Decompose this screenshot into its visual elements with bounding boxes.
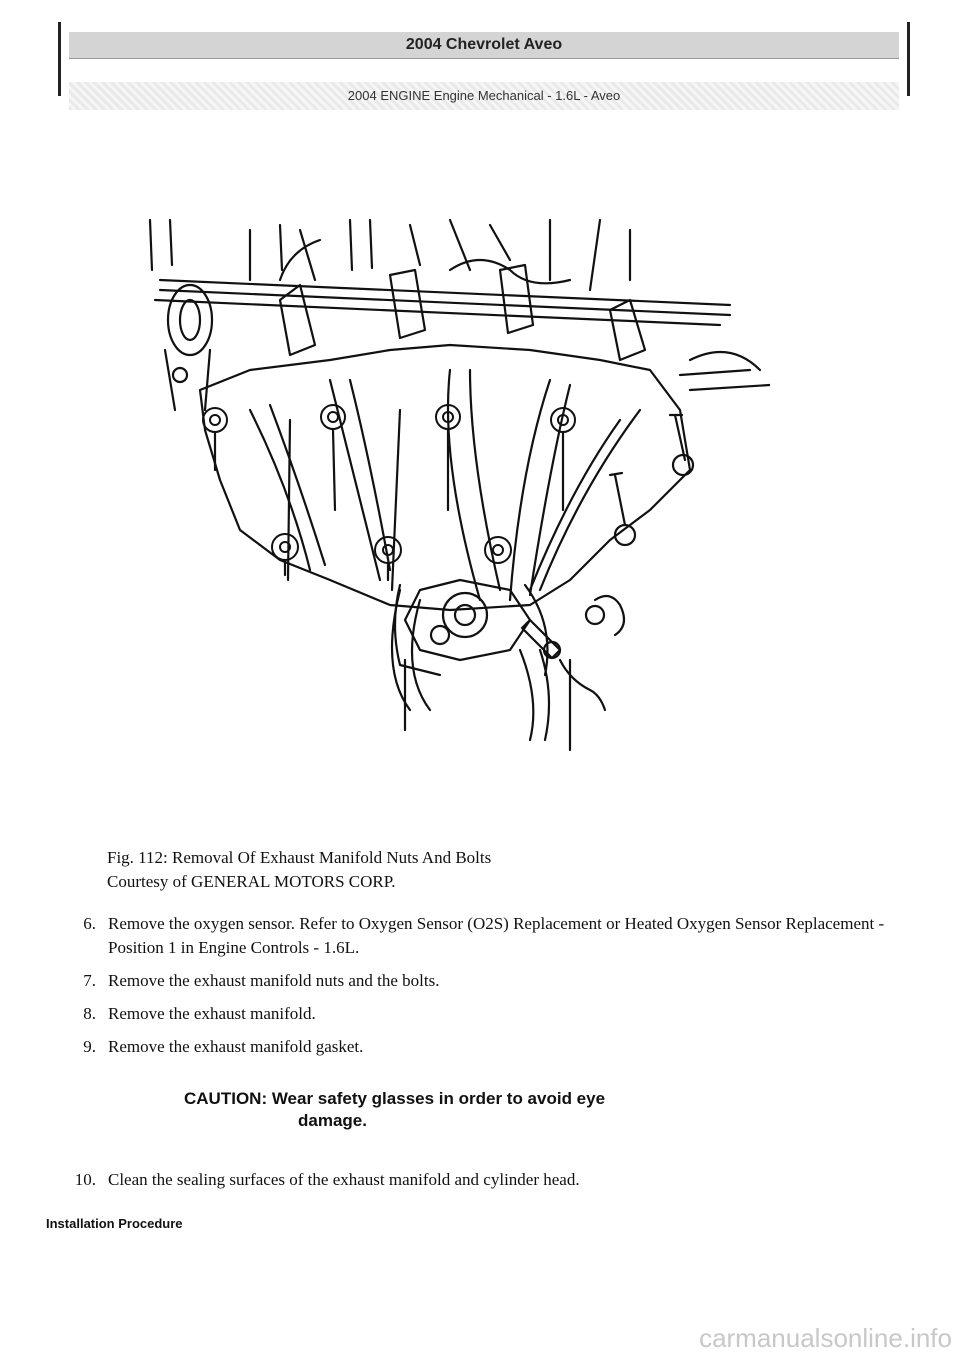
vehicle-title: 2004 Chevrolet Aveo <box>69 32 899 59</box>
step-number: 6. <box>83 914 96 933</box>
site-watermark: carmanualsonline.info <box>699 1323 952 1353</box>
step-number: 10. <box>74 1170 96 1189</box>
step-text: Remove the oxygen sensor. Refer to Oxyge… <box>108 914 885 957</box>
step-number: 8. <box>83 1004 96 1023</box>
section-heading: Installation Procedure <box>46 1216 183 1231</box>
figure-caption-credit: Courtesy of GENERAL MOTORS CORP. <box>107 872 396 891</box>
step-text: Clean the sealing surfaces of the exhaus… <box>108 1170 580 1189</box>
step-number: 7. <box>83 971 96 990</box>
step-text: Remove the exhaust manifold. <box>108 1004 316 1023</box>
caution-line-2: damage. <box>298 1111 367 1130</box>
procedure-steps-continued: 10. Clean the sealing surfaces of the ex… <box>60 1168 900 1201</box>
exhaust-manifold-illustration <box>148 218 770 752</box>
procedure-steps: 6. Remove the oxygen sensor. Refer to Ox… <box>60 912 900 1068</box>
step-text: Remove the exhaust manifold nuts and the… <box>108 971 440 990</box>
step-6: 6. Remove the oxygen sensor. Refer to Ox… <box>60 912 900 960</box>
caution-note: CAUTION: Wear safety glasses in order to… <box>184 1088 784 1132</box>
step-7: 7. Remove the exhaust manifold nuts and … <box>60 969 900 993</box>
figure-caption-title: Fig. 112: Removal Of Exhaust Manifold Nu… <box>107 848 492 867</box>
figure-caption: Fig. 112: Removal Of Exhaust Manifold Nu… <box>107 846 867 894</box>
page-header: 2004 Chevrolet Aveo 2004 ENGINE Engine M… <box>58 22 910 110</box>
step-text: Remove the exhaust manifold gasket. <box>108 1037 364 1056</box>
step-number: 9. <box>83 1037 96 1056</box>
step-8: 8. Remove the exhaust manifold. <box>60 1002 900 1026</box>
caution-line-1: CAUTION: Wear safety glasses in order to… <box>184 1089 606 1108</box>
step-10: 10. Clean the sealing surfaces of the ex… <box>60 1168 900 1192</box>
step-9: 9. Remove the exhaust manifold gasket. <box>60 1035 900 1059</box>
manual-section-title: 2004 ENGINE Engine Mechanical - 1.6L - A… <box>69 82 899 110</box>
